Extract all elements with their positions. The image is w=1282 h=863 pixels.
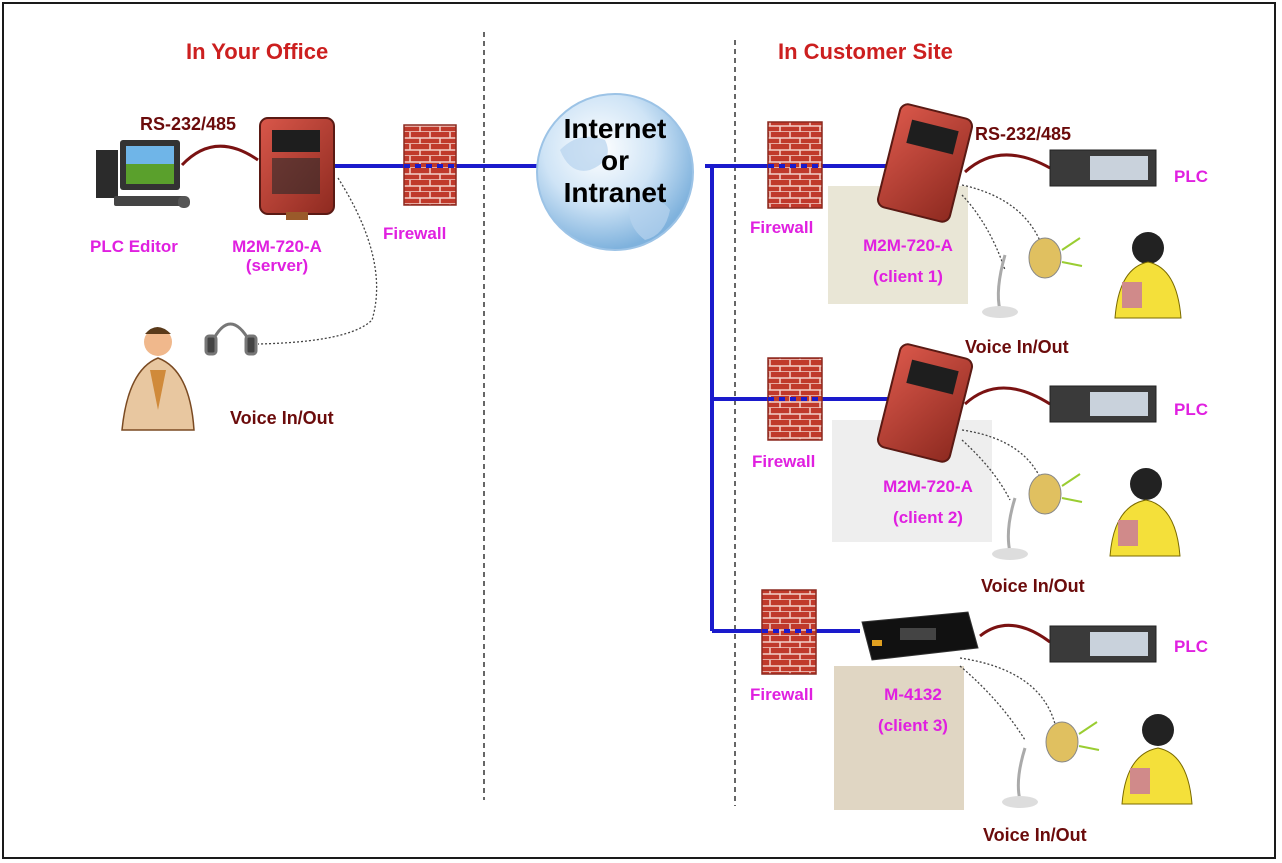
client1-microphone-icon: [982, 254, 1018, 318]
client1-device-name: M2M-720-A: [863, 236, 953, 255]
client3-serial-cable: [979, 623, 1051, 644]
client3-audio-cable: [959, 657, 1056, 741]
client2-speaker-icon: [1028, 473, 1083, 515]
office-section-title: In Your Office: [186, 39, 329, 64]
client3-voice-label: Voice In/Out: [983, 825, 1087, 845]
client1-worker-icon: [1114, 232, 1182, 319]
client2-firewall-icon: [767, 357, 823, 441]
client2-microphone-icon: [992, 497, 1028, 560]
site-serial-label: RS-232/485: [975, 124, 1072, 144]
client2-plc-icon: [1049, 385, 1157, 423]
client3-site-photo: [834, 666, 964, 810]
client1-speaker-icon: [1028, 237, 1083, 279]
client1-device-icon: [876, 103, 974, 223]
client1-plc-icon: [1049, 149, 1157, 187]
client1-firewall-label: Firewall: [750, 218, 814, 237]
client1-firewall-icon: [767, 121, 823, 209]
client3-device-role: (client 3): [878, 715, 948, 735]
office-device-role: (server): [245, 255, 309, 275]
client2-device-name: M2M-720-A: [883, 477, 973, 496]
client2-plc-label: PLC: [1174, 400, 1208, 419]
network-line1: Internet: [563, 113, 667, 144]
client2-device-label: M2M-720-A (client 2): [858, 477, 998, 527]
client3-microphone-icon: [1002, 747, 1038, 808]
client1-plc-label: PLC: [1174, 167, 1208, 186]
office-device-name: M2M-720-A: [232, 237, 322, 256]
client1-serial-cable: [963, 153, 1051, 174]
globe-icon: [536, 93, 694, 251]
office-firewall-icon: [403, 124, 457, 206]
office-voice-label: Voice In/Out: [230, 408, 334, 428]
client3-firewall-label: Firewall: [750, 685, 814, 704]
client3-firewall-icon: [761, 589, 817, 675]
client2-device-role: (client 2): [893, 507, 963, 527]
client2-serial-cable: [963, 386, 1051, 406]
client3-plc-label: PLC: [1174, 637, 1208, 656]
client3-device-icon: [861, 611, 979, 661]
office-device-label: M2M-720-A (server): [222, 237, 332, 275]
client2-voice-label: Voice In/Out: [981, 576, 1085, 596]
client2-firewall-label: Firewall: [752, 452, 816, 471]
client1-device-role: (client 1): [873, 266, 943, 286]
client3-speaker-icon: [1045, 721, 1100, 763]
office-firewall-label: Firewall: [383, 224, 447, 243]
pc-icon: [96, 140, 190, 208]
headset-icon: [204, 322, 258, 356]
customer-section-title: In Customer Site: [778, 39, 953, 64]
client3-device-name: M-4132: [884, 685, 942, 704]
network-line2: or: [601, 145, 629, 177]
office-serial-cable: [180, 144, 259, 167]
office-serial-label: RS-232/485: [140, 114, 237, 134]
client2-device-icon: [876, 343, 974, 463]
office-person-icon: [121, 327, 195, 431]
office-device-icon: [259, 117, 335, 220]
client3-plc-icon: [1049, 625, 1157, 663]
network-label: Internet or Intranet: [535, 113, 695, 210]
client3-worker-icon: [1121, 714, 1193, 805]
client1-voice-label: Voice In/Out: [965, 337, 1069, 357]
pc-label: PLC Editor: [90, 237, 178, 256]
client2-worker-icon: [1109, 468, 1181, 557]
network-line3: Intranet: [563, 177, 667, 209]
client1-device-label: M2M-720-A (client 1): [838, 236, 978, 286]
client3-device-label: M-4132 (client 3): [858, 685, 968, 735]
